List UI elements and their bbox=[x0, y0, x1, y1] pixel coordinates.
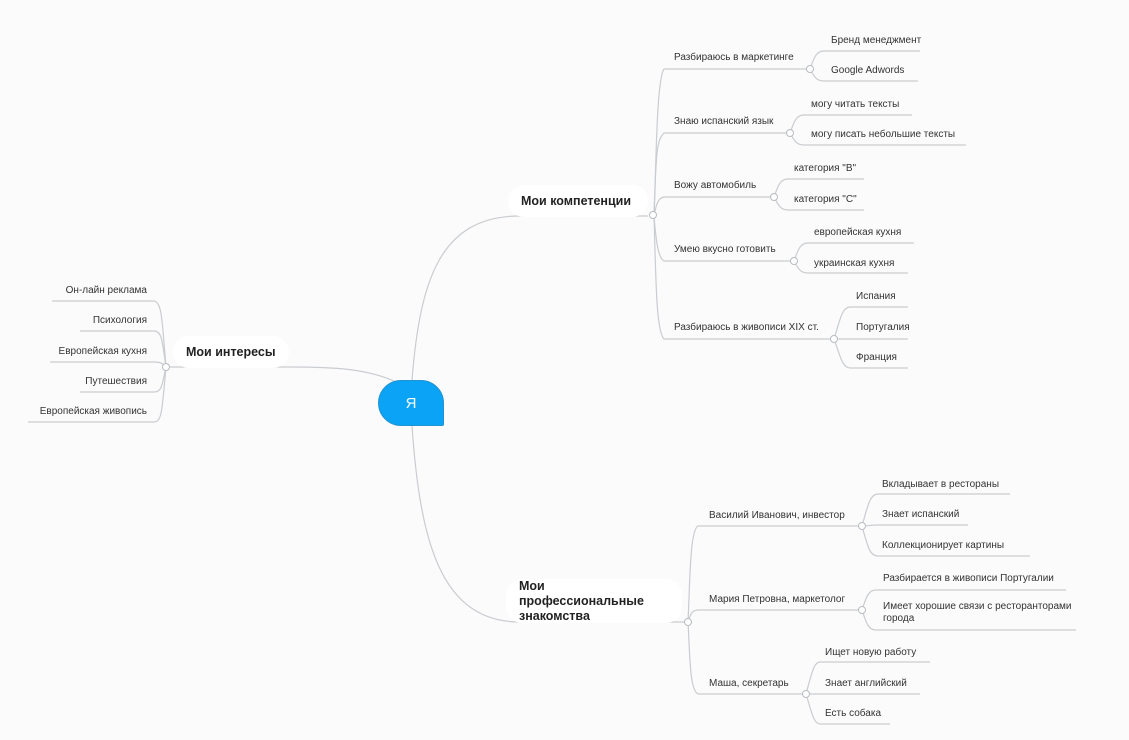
topic-driving[interactable]: Вожу автомобиль bbox=[674, 180, 757, 191]
leaf-category-c[interactable]: категория "C" bbox=[794, 194, 857, 205]
leaf-seeking-job[interactable]: Ищет новую работу bbox=[825, 647, 917, 658]
topic-spanish[interactable]: Знаю испанский язык bbox=[674, 116, 774, 127]
contacts-node[interactable]: Мои профессиональные знакомства bbox=[506, 579, 682, 623]
root-to-competencies-line bbox=[411, 215, 648, 381]
interest-travel[interactable]: Путешествия bbox=[85, 376, 147, 387]
leaf-knows-spanish[interactable]: Знает испанский bbox=[882, 509, 960, 520]
leaf-collects-paintings[interactable]: Коллекционирует картины bbox=[882, 540, 1005, 551]
competencies-spine bbox=[653, 68, 810, 217]
root-to-contacts-line bbox=[411, 425, 688, 623]
leaf-ukrainian-cuisine[interactable]: украинская кухня bbox=[814, 258, 895, 269]
topic-painting[interactable]: Разбираюсь в живописи XIX ст. bbox=[674, 322, 819, 333]
leaf-invests-restaurants[interactable]: Вкладывает в рестораны bbox=[882, 479, 1000, 490]
leaf-portugal[interactable]: Португалия bbox=[856, 322, 910, 333]
leaf-write-texts[interactable]: могу писать небольшие тексты bbox=[811, 129, 956, 140]
leaf-restaurant-connections[interactable]: Имеет хорошие связи с ресторанторами гор… bbox=[883, 601, 1072, 624]
leaf-knows-english[interactable]: Знает английский bbox=[825, 678, 907, 689]
interest-psychology[interactable]: Психология bbox=[92, 315, 147, 326]
competencies-title: Мои компетенции bbox=[521, 194, 632, 208]
interests-node[interactable]: Мои интересы bbox=[173, 336, 289, 368]
leaf-has-dog[interactable]: Есть собака bbox=[825, 708, 882, 719]
interests-title: Мои интересы bbox=[186, 345, 276, 359]
spanish-collapse-dot[interactable] bbox=[786, 129, 794, 137]
leaf-france[interactable]: Франция bbox=[856, 352, 897, 363]
leaf-google-adwords[interactable]: Google Adwords bbox=[831, 65, 905, 76]
interest-european-cuisine[interactable]: Европейская кухня bbox=[58, 346, 147, 357]
contacts-title: Мои профессиональные знакомства bbox=[519, 578, 644, 623]
investor-collapse-dot[interactable] bbox=[858, 522, 866, 530]
interests-collapse-dot[interactable] bbox=[162, 363, 170, 371]
contacts-collapse-dot[interactable] bbox=[684, 618, 692, 626]
leaf-spain[interactable]: Испания bbox=[856, 291, 896, 302]
marketing-collapse-dot[interactable] bbox=[806, 65, 814, 73]
interest-online-ads[interactable]: Он-лайн реклама bbox=[65, 285, 147, 296]
leaf-portugal-painting[interactable]: Разбирается в живописи Португалии bbox=[883, 573, 1054, 584]
leaf-brand-management[interactable]: Бренд менеджмент bbox=[831, 35, 922, 46]
leaf-read-texts[interactable]: могу читать тексты bbox=[811, 99, 900, 110]
marketer-collapse-dot[interactable] bbox=[858, 606, 866, 614]
root-label: Я bbox=[405, 394, 417, 412]
topic-marketing[interactable]: Разбираюсь в маркетинге bbox=[674, 52, 794, 63]
secretary-collapse-dot[interactable] bbox=[802, 690, 810, 698]
cooking-collapse-dot[interactable] bbox=[790, 257, 798, 265]
driving-collapse-dot[interactable] bbox=[770, 193, 778, 201]
root-node[interactable]: Я bbox=[378, 380, 444, 426]
contact-maria[interactable]: Мария Петровна, маркетолог bbox=[709, 594, 846, 605]
leaf-category-b[interactable]: категория "B" bbox=[794, 163, 857, 174]
contact-masha[interactable]: Маша, секретарь bbox=[709, 678, 789, 689]
competencies-collapse-dot[interactable] bbox=[649, 211, 657, 219]
root-to-interests-line bbox=[170, 366, 401, 385]
interest-european-painting[interactable]: Европейская живопись bbox=[39, 406, 147, 417]
topic-cooking[interactable]: Умею вкусно готовить bbox=[674, 244, 776, 255]
leaf-european-cuisine[interactable]: европейская кухня bbox=[814, 227, 902, 238]
contact-vasily[interactable]: Василий Иванович, инвестор bbox=[709, 510, 845, 521]
painting-collapse-dot[interactable] bbox=[830, 335, 838, 343]
competencies-node[interactable]: Мои компетенции bbox=[508, 185, 648, 217]
